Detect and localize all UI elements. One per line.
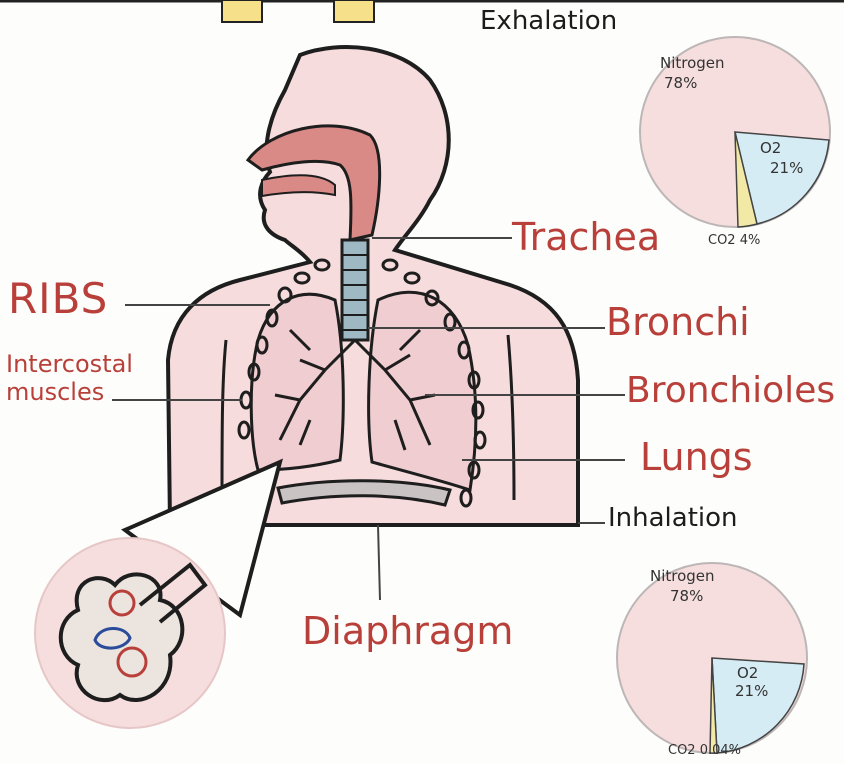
inhalation-o2-value: 21% (735, 683, 768, 700)
inhalation-nitrogen-label: Nitrogen (650, 568, 715, 585)
inhalation-nitrogen-value: 78% (670, 588, 703, 605)
exhalation-nitrogen-value: 78% (664, 75, 697, 92)
yellow-tab-right (334, 0, 374, 22)
exhalation-co2-label: CO2 4% (708, 232, 760, 249)
bronchioles-label: Bronchioles (626, 373, 835, 409)
mouth-passage (262, 175, 335, 196)
ribs-label: RIBS (8, 278, 108, 320)
exhalation-o2-value: 21% (770, 160, 803, 177)
exhalation-label: Exhalation (480, 8, 617, 34)
right-lung (369, 292, 476, 490)
yellow-tab-left (222, 0, 262, 22)
diaphragm-label: Diaphragm (302, 612, 513, 650)
inhalation-co2-label: CO2 0.04% (668, 742, 741, 759)
intercostal-muscles-label: Intercostal muscles (6, 350, 133, 406)
left-lung (251, 294, 343, 470)
lungs-label: Lungs (640, 438, 753, 476)
inhalation-o2-label: O2 (737, 665, 758, 682)
exhalation-nitrogen-label: Nitrogen (660, 55, 725, 72)
inhalation-pie (617, 563, 807, 753)
trachea-label: Trachea (512, 218, 660, 256)
bronchi-label: Bronchi (606, 303, 750, 341)
exhalation-o2-label: O2 (760, 140, 781, 157)
inhalation-label: Inhalation (608, 505, 738, 531)
